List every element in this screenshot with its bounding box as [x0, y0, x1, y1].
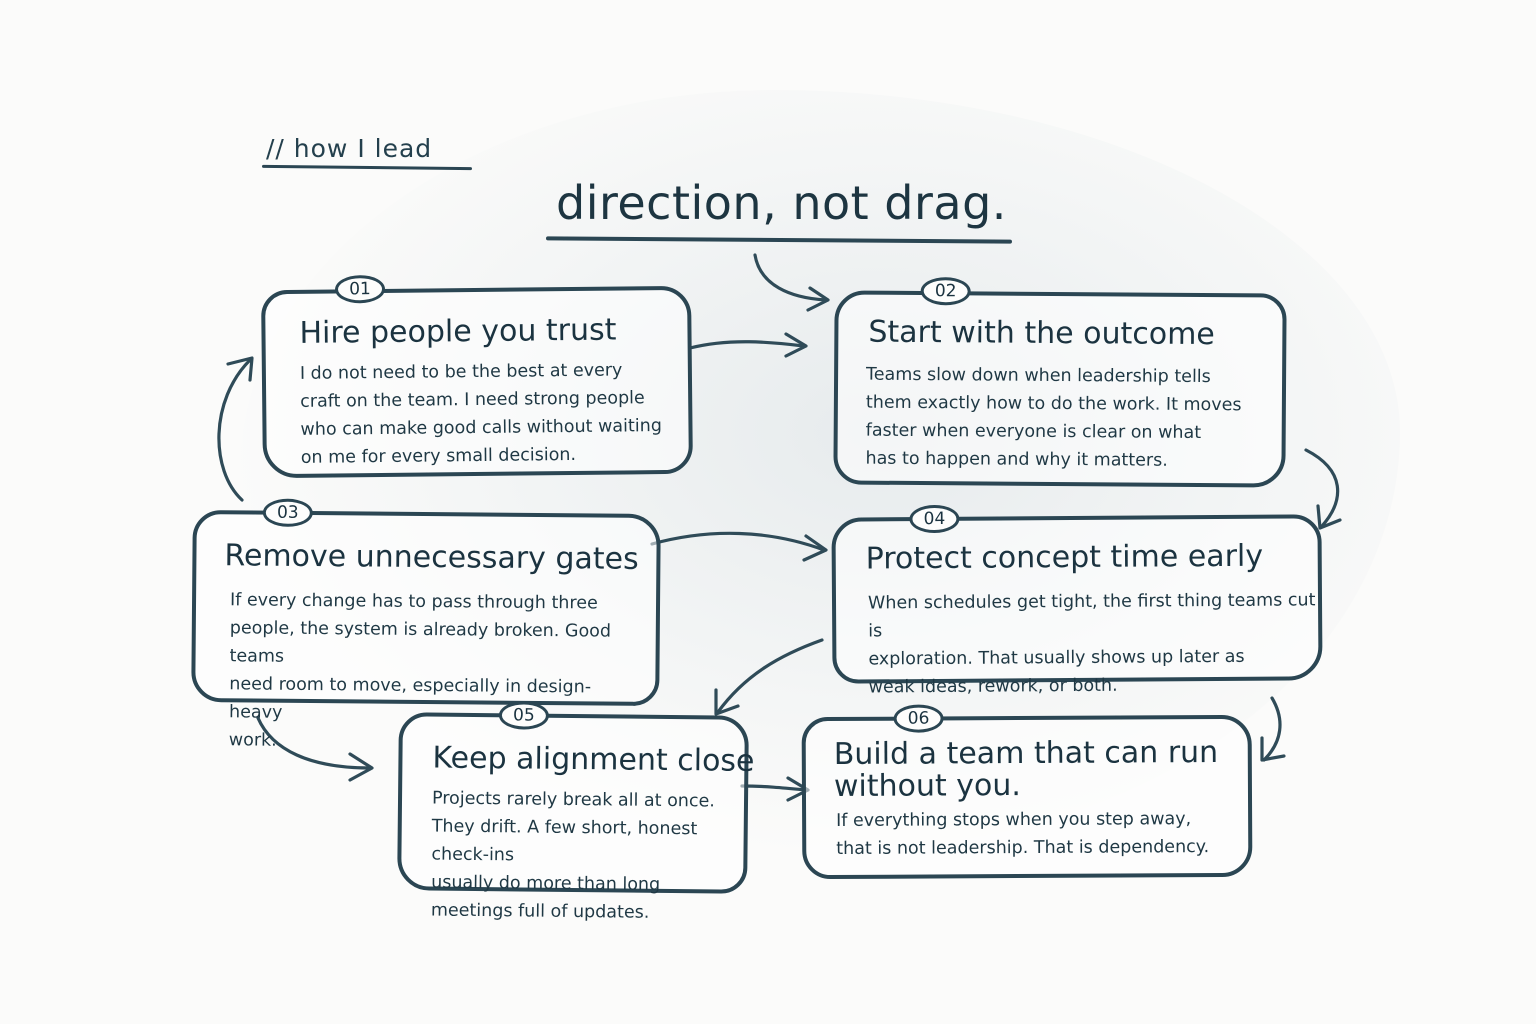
arrow-04-to-05	[716, 638, 824, 714]
arrow-headline-to-02	[753, 253, 828, 302]
principle-card-06: 06 Build a team that can run without you…	[801, 704, 1253, 880]
card-body: If everything stops when you step away, …	[836, 809, 1210, 859]
page-title: direction, not drag.	[556, 176, 1007, 230]
step-number-badge: 03	[262, 498, 313, 528]
arrow-03-to-01	[217, 358, 252, 502]
card-title: Keep alignment close	[432, 740, 755, 779]
arrow-04-to-06-head	[1260, 736, 1286, 762]
arrow-04-to-06	[1262, 696, 1282, 762]
arrow-01-to-02-head	[784, 332, 808, 358]
arrow-02-to-04	[1304, 448, 1340, 528]
principle-card-04: 04 Protect concept time early When sched…	[831, 504, 1323, 697]
arrow-01-to-02	[688, 340, 806, 350]
step-number-badge: 01	[334, 274, 386, 304]
step-number-badge: 04	[909, 504, 960, 534]
card-body: I do not need to be the best at every cr…	[299, 360, 662, 468]
step-number-badge: 05	[498, 701, 550, 730]
principle-card-05: 05 Keep alignment close Projects rarely …	[397, 701, 755, 923]
card-title: Build a team that can run without you.	[833, 734, 1219, 805]
principle-card-02: 02 Start with the outcome Teams slow dow…	[833, 277, 1287, 488]
card-body: Projects rarely break all at once. They …	[430, 788, 715, 923]
arrow-05-to-06	[740, 784, 808, 792]
arrow-04-to-05-head	[714, 688, 740, 716]
card-title: Hire people you trust	[299, 312, 617, 351]
arrow-02-to-04-head	[1316, 504, 1342, 530]
eyebrow-underline	[261, 164, 473, 171]
arrow-03-to-04	[650, 531, 826, 552]
card-title: Remove unnecessary gates	[224, 538, 639, 577]
arrow-03-to-04-head	[802, 534, 828, 562]
card-title: Protect concept time early	[865, 538, 1264, 577]
arrow-headline-to-02-head	[806, 286, 830, 312]
card-body: Teams slow down when leadership tells th…	[865, 364, 1242, 471]
step-number-badge: 02	[920, 277, 971, 306]
arrow-03-to-05-head	[348, 752, 374, 782]
principle-card-03: 03 Remove unnecessary gates If every cha…	[191, 498, 661, 751]
step-number-badge: 06	[893, 704, 944, 733]
principle-card-01: 01 Hire people you trust I do not need t…	[261, 274, 693, 479]
card-title: Start with the outcome	[868, 314, 1215, 353]
card-body: When schedules get tight, the first thin…	[867, 590, 1316, 698]
section-eyebrow: // how I lead	[266, 134, 433, 163]
title-underline	[545, 236, 1013, 244]
arrow-03-to-01-head	[226, 356, 254, 382]
